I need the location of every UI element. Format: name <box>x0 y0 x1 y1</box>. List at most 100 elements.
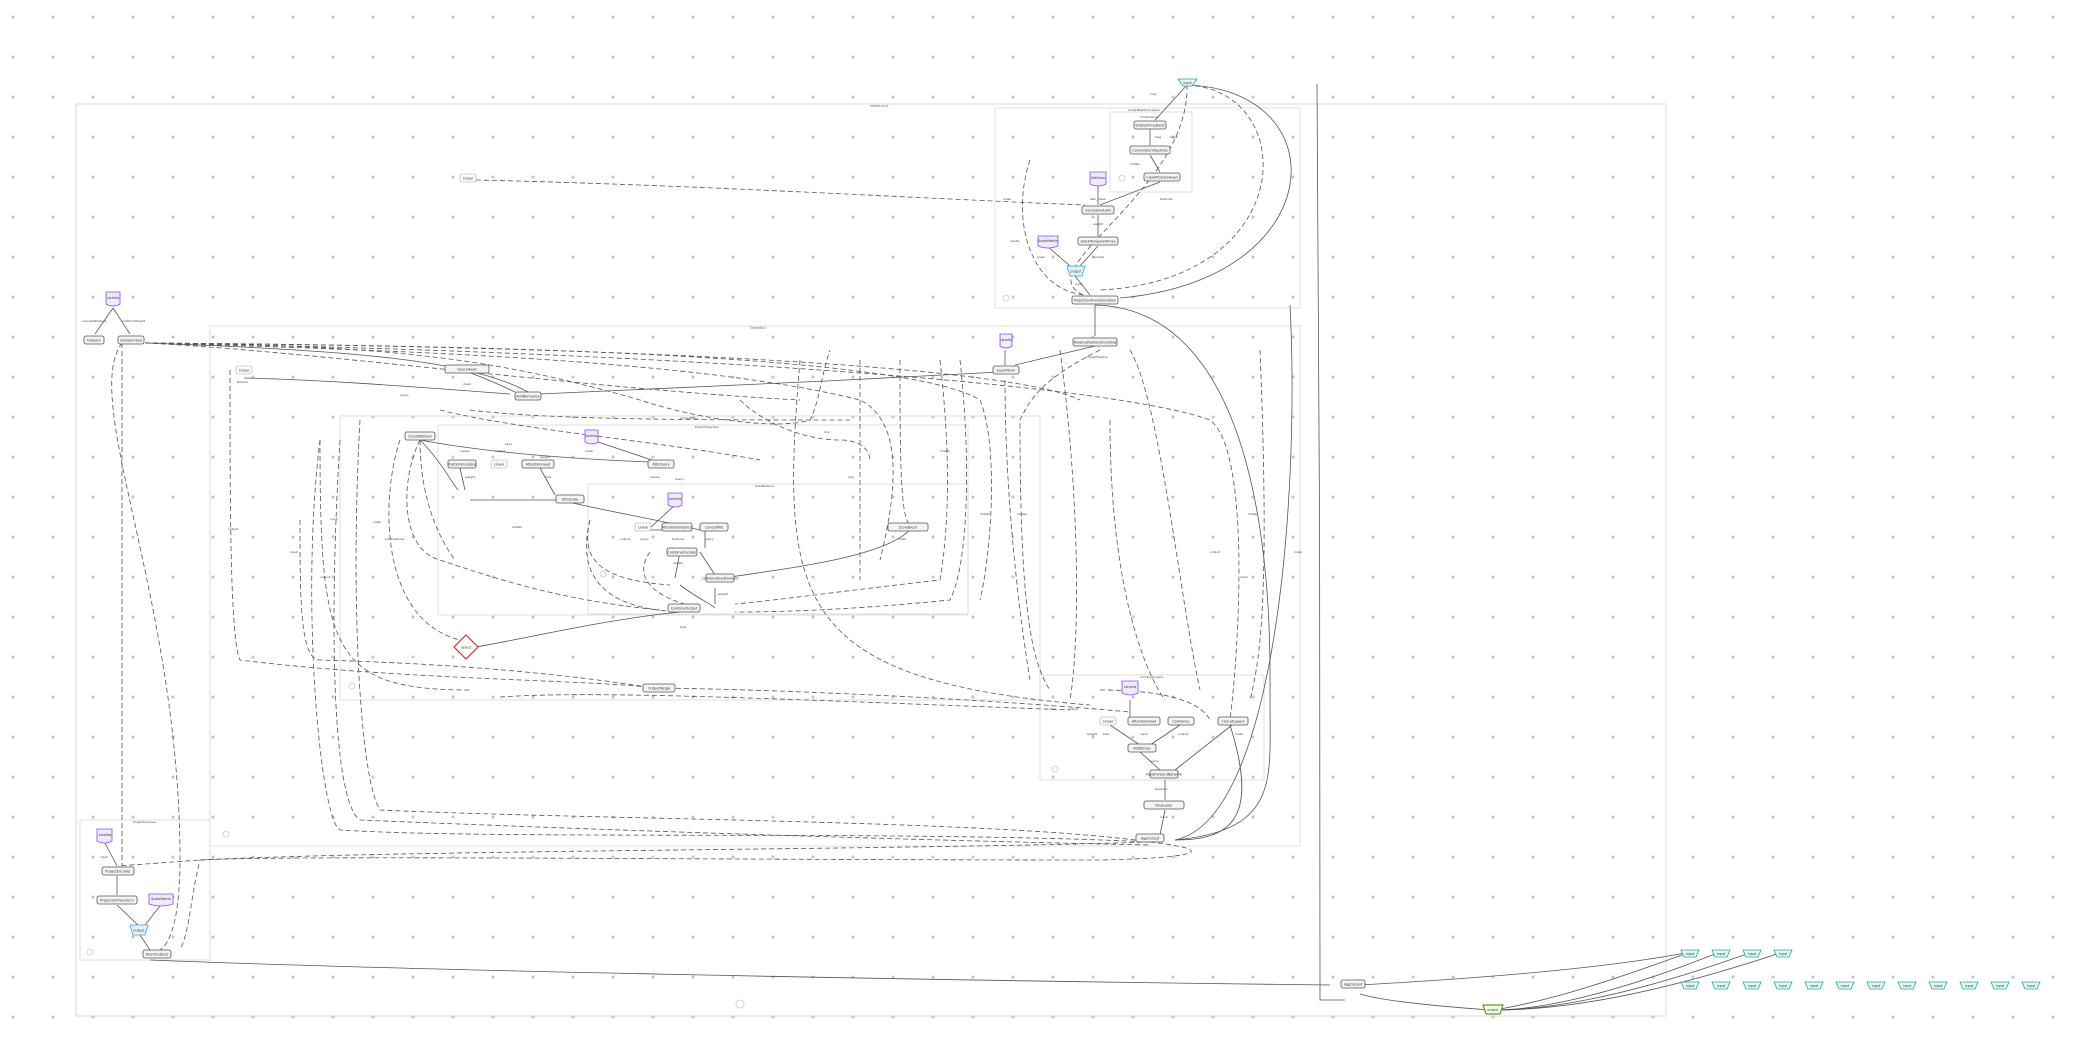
node-linear-c[interactable]: Linear <box>1099 716 1117 726</box>
edge-label: features <box>672 537 685 541</box>
io-b10[interactable]: input <box>1959 981 1979 990</box>
edge-label: rpqr <box>824 430 831 434</box>
node-concat-end[interactable]: ConcatLayers <box>1217 716 1249 726</box>
edge-label: bias <box>545 475 552 479</box>
node-attn-head[interactable]: AttentionHead <box>521 459 555 469</box>
io-b7[interactable]: input <box>1866 981 1886 990</box>
group-outer <box>75 103 1667 1017</box>
node-emb-l[interactable]: Dropout <box>83 335 105 345</box>
node-attn-head2[interactable]: AttentionHead <box>1127 716 1161 726</box>
decision-node[interactable]: select <box>453 634 479 660</box>
param-lower[interactable]: Lstmhq <box>1121 680 1139 696</box>
edge-label: map <box>1150 92 1157 96</box>
io-b2[interactable]: input <box>1711 981 1731 990</box>
param-bot[interactable]: Lstmhq <box>96 828 113 844</box>
node-top-emb[interactable]: EmbedTimeBasis <box>1133 120 1167 130</box>
edges <box>94 83 1784 1011</box>
vec-bot[interactable]: output <box>129 924 149 936</box>
io-b3[interactable]: input <box>1742 981 1762 990</box>
node-combine-out[interactable]: CombineOutput <box>667 603 701 613</box>
edge-label: hidden <box>1248 512 1258 516</box>
node-linear-mid[interactable]: Linear <box>235 365 253 375</box>
node-label: input <box>1841 984 1850 988</box>
edge-label: bias <box>1155 135 1162 139</box>
node-mid-a[interactable]: AggOutput <box>1135 833 1165 843</box>
group-proj-label: ProjectionLayer <box>133 820 157 824</box>
param-scale[interactable]: ScaleMatrix <box>1037 235 1059 249</box>
node-q-head[interactable]: QueryHead <box>444 364 490 374</box>
param-mid-r[interactable]: Lstmhq <box>999 333 1013 349</box>
group-combine-label: CombineLayers <box>1140 675 1164 679</box>
output-node[interactable]: output <box>1482 1004 1504 1015</box>
node-concat-mid[interactable]: ConcatMid <box>699 522 729 532</box>
group-topblock2 <box>1109 111 1193 193</box>
param-inner[interactable]: Lstmhq <box>667 492 683 508</box>
node-out-merge[interactable]: OutputMerge <box>642 683 676 693</box>
io-r1[interactable]: input <box>1680 949 1700 958</box>
param-bot2[interactable]: ScaleMatrix <box>148 893 174 907</box>
io-b5[interactable]: input <box>1804 981 1824 990</box>
io-b9[interactable]: input <box>1928 981 1948 990</box>
node-pos-enc[interactable]: PositionEncoding <box>448 459 477 469</box>
node-attn-dist[interactable]: AttentionDistance <box>661 522 693 532</box>
node-linear-top[interactable]: Linear <box>459 173 477 183</box>
node-combine-encoder[interactable]: CombineEncoder <box>666 547 698 557</box>
edge-label: query <box>640 537 649 541</box>
node-proj-main[interactable]: ProjectionTransformation <box>1071 295 1119 305</box>
io-r3[interactable]: input <box>1742 949 1762 958</box>
node-linear-a[interactable]: Linear <box>490 459 508 469</box>
node-proj-final[interactable]: PatchOutputs <box>142 949 172 959</box>
node-emb-r[interactable]: GameEmbed <box>117 335 145 345</box>
io-b12[interactable]: input <box>2021 981 2041 990</box>
node-final-out[interactable]: FinalLayer <box>1143 800 1185 810</box>
param-enc[interactable]: Lstmhq <box>105 291 121 307</box>
io-b4[interactable]: input <box>1773 981 1793 990</box>
node-score-block[interactable]: ScoreBlock <box>887 522 929 532</box>
node-label: PatchOutputs <box>146 953 169 957</box>
node-cat[interactable]: ConcatenateAll <box>1081 205 1115 215</box>
edge-label: inputs <box>1010 239 1020 243</box>
node-proj-enc[interactable]: ProjectEncoder <box>101 866 135 876</box>
io-r2[interactable]: input <box>1711 949 1731 958</box>
param-top[interactable]: Softmax <box>1089 171 1107 187</box>
node-io-mid[interactable]: AggOutput <box>1340 979 1366 989</box>
edge-label: input <box>330 517 339 521</box>
node-combine-ff[interactable]: CombineFeedForward <box>702 573 739 583</box>
node-add-norm[interactable]: AddNormalize <box>514 391 542 401</box>
node-label: ScoreBlock <box>899 526 918 530</box>
node-final-mlp[interactable]: FeedForwardNetwork <box>1146 769 1182 779</box>
node-cross-stack[interactable]: CrossAttStack <box>404 431 436 441</box>
node-top-cls[interactable]: ClassificationHead <box>1143 172 1181 182</box>
node-label: StackTemporalTimes <box>1081 240 1116 244</box>
io-b11[interactable]: input <box>1990 981 2010 990</box>
node-stack-top[interactable]: StackTemporalTimes <box>1077 236 1119 246</box>
node-proj-mid[interactable]: ProjectionTransform <box>96 895 138 905</box>
edge-label: output <box>1068 707 1079 711</box>
node-label: AttnQuery <box>652 463 669 467</box>
edge-label: sumFeatures <box>385 537 405 541</box>
node-label: output <box>1070 270 1082 274</box>
io-b8[interactable]: input <box>1897 981 1917 990</box>
node-combine-r[interactable]: CombineL <box>1167 716 1195 726</box>
node-label: Lstmhq <box>1000 338 1013 342</box>
vec-top[interactable]: output <box>1066 265 1086 277</box>
io-b1[interactable]: input <box>1680 981 1700 990</box>
edge-label: features <box>1160 197 1173 201</box>
edge-label: mask <box>898 537 906 541</box>
io-b6[interactable]: input <box>1835 981 1855 990</box>
group-proj <box>79 819 211 961</box>
edge-label: TimeInterval <box>1139 115 1159 119</box>
io-r4[interactable]: input <box>1773 949 1793 958</box>
node-att-q[interactable]: AttnQuery <box>647 459 675 469</box>
edge-label: hidden <box>1017 512 1027 516</box>
io-top[interactable]: input <box>1177 78 1198 87</box>
node-label: PositionEncoding <box>448 463 477 467</box>
node-label: RelativePositionEncoding <box>1074 341 1117 345</box>
node-dense[interactable]: AddDense <box>1127 743 1157 753</box>
param-mid[interactable]: Lstmhq <box>584 429 599 445</box>
node-rel-pos[interactable]: RelativePositionEncoding <box>1072 337 1118 347</box>
node-layer-norm[interactable]: LayerNorm <box>992 365 1020 375</box>
node-att-scale[interactable]: AttnScale <box>555 494 585 504</box>
node-top-conv[interactable]: ConvolutionPipelines <box>1129 145 1171 155</box>
node-linear-b[interactable]: Linear <box>634 522 652 532</box>
